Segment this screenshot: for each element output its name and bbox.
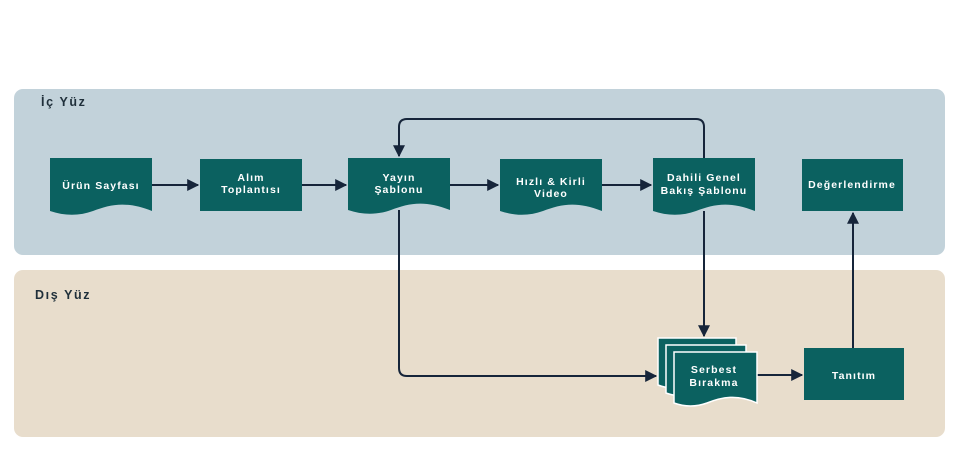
node-publishing-template-line1: Yayın <box>383 172 416 184</box>
document-shape <box>653 158 755 215</box>
node-internal-overview-template-line1: Dahili Genel <box>667 172 741 184</box>
lane-outer-label: Dış Yüz <box>35 288 91 302</box>
node-free-release-line1: Serbest <box>691 364 737 376</box>
edges <box>152 118 859 382</box>
document-shape <box>500 159 602 215</box>
node-quick-dirty-video-line2: Video <box>534 188 568 200</box>
multi-document-shape-front <box>673 351 758 407</box>
node-product-page-label: Ürün Sayfası <box>62 179 139 192</box>
lane-inner <box>14 89 945 255</box>
node-procurement-meeting-line1: Alım <box>237 172 264 184</box>
node-publishing-template-line2: Şablonu <box>374 184 423 196</box>
node-product-page[interactable]: Ürün Sayfası <box>50 158 152 215</box>
node-evaluation[interactable]: Değerlendirme <box>802 159 903 211</box>
node-quick-dirty-video[interactable]: Hızlı & Kirli Video <box>500 159 602 215</box>
edge-overview-loop-back <box>393 118 705 158</box>
node-procurement-meeting-line2: Toplantısı <box>221 184 281 196</box>
process-shape <box>804 348 904 400</box>
process-shape <box>802 159 903 211</box>
node-procurement-meeting[interactable]: Alım Toplantısı <box>200 159 302 211</box>
node-evaluation-label: Değerlendirme <box>808 179 896 191</box>
node-promotion[interactable]: Tanıtım <box>804 348 904 400</box>
node-internal-overview-template[interactable]: Dahili Genel Bakış Şablonu <box>653 158 755 215</box>
process-shape <box>200 159 302 211</box>
document-shape <box>348 158 450 214</box>
lane-inner-label: İç Yüz <box>41 94 87 109</box>
node-quick-dirty-video-line1: Hızlı & Kirli <box>516 176 586 188</box>
node-internal-overview-template-line2: Bakış Şablonu <box>661 185 748 197</box>
node-free-release[interactable]: Serbest Bırakma <box>657 337 758 407</box>
node-promotion-label: Tanıtım <box>832 370 876 382</box>
document-shape <box>50 158 152 215</box>
node-free-release-line2: Bırakma <box>689 377 738 389</box>
edge-template-to-release <box>398 210 658 382</box>
node-publishing-template[interactable]: Yayın Şablonu <box>348 158 450 214</box>
